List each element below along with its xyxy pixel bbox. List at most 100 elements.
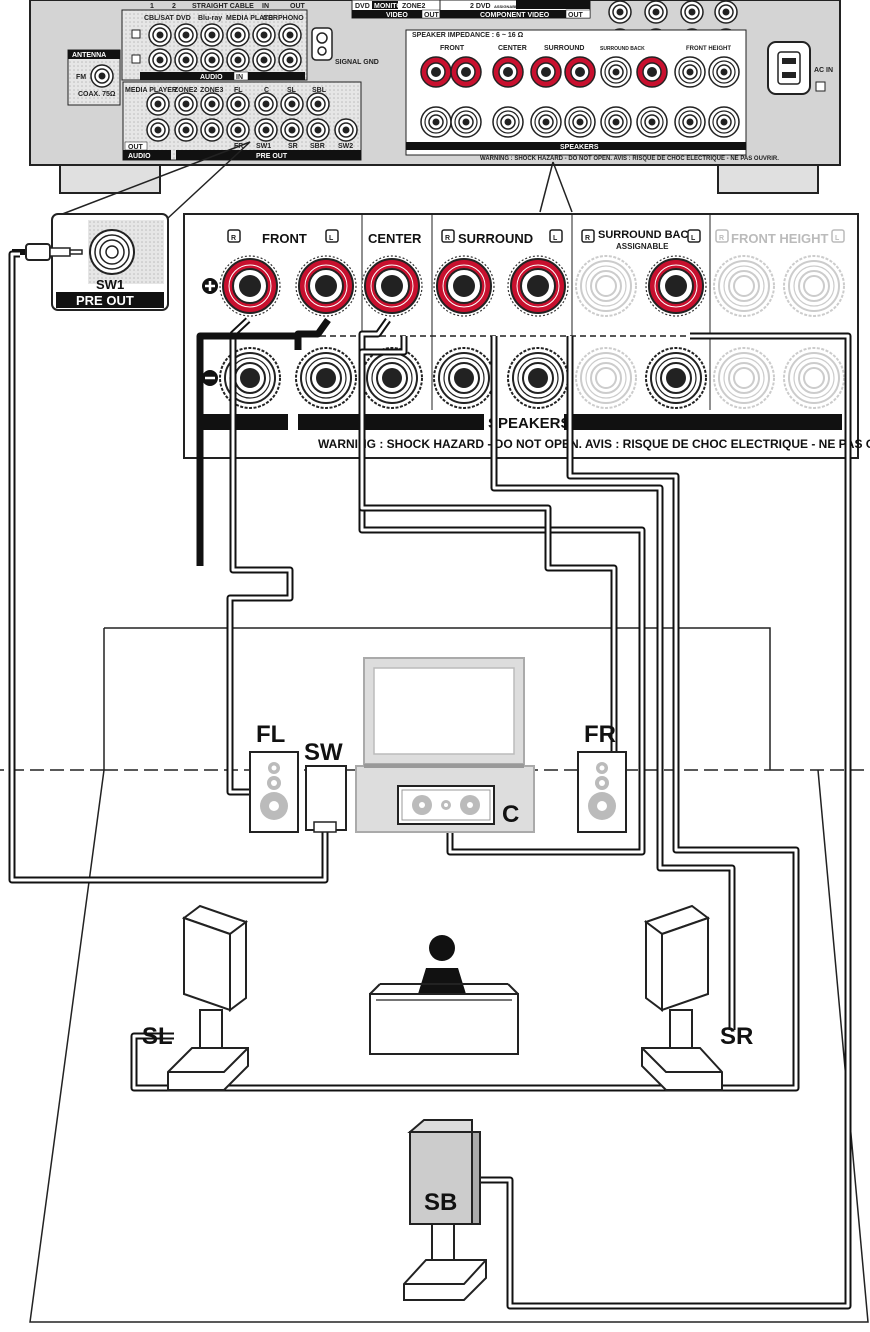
svg-text:MEDIA PLAYER: MEDIA PLAYER xyxy=(125,87,177,94)
svg-text:OUT: OUT xyxy=(290,3,306,10)
signal-gnd: SIGNAL GND xyxy=(311,27,379,66)
svg-text:WARNING : SHOCK HAZARD - DO NO: WARNING : SHOCK HAZARD - DO NOT OPEN. AV… xyxy=(480,156,779,162)
svg-text:L: L xyxy=(691,235,696,242)
svg-text:STRAIGHT CABLE: STRAIGHT CABLE xyxy=(192,3,254,10)
front-left-speaker: FL xyxy=(249,721,299,833)
audio-in-badge: IN xyxy=(236,74,243,81)
negative-terminals xyxy=(219,347,845,409)
svg-text:CD: CD xyxy=(263,15,273,22)
svg-text:R: R xyxy=(445,235,450,242)
svg-text:SURROUND BACK: SURROUND BACK xyxy=(600,46,645,52)
svg-text:FRONT HEIGHT: FRONT HEIGHT xyxy=(686,46,731,52)
sw1-jack xyxy=(89,229,135,275)
svg-text:L: L xyxy=(835,235,840,242)
svg-text:COAX. 75Ω: COAX. 75Ω xyxy=(78,91,116,98)
rca-plug xyxy=(12,243,83,261)
subwoofer: SW xyxy=(304,739,347,833)
svg-text:SW2: SW2 xyxy=(338,143,353,150)
svg-text:MEDIA PLAYER: MEDIA PLAYER xyxy=(226,15,278,22)
svg-text:AC IN: AC IN xyxy=(814,67,833,74)
svg-text:COMPONENT VIDEO: COMPONENT VIDEO xyxy=(480,12,550,19)
svg-text:ZONE2: ZONE2 xyxy=(174,87,197,94)
terminal-headers: R FRONT L CENTER R SURROUND L R SURROUND… xyxy=(227,229,845,251)
svg-text:SIGNAL GND: SIGNAL GND xyxy=(335,59,379,66)
svg-text:CBL/SAT: CBL/SAT xyxy=(144,15,175,22)
pre-out-label: PRE OUT xyxy=(256,153,288,160)
speakers-banner: SPEAKERS xyxy=(488,415,571,432)
surround-right-speaker: SR xyxy=(641,904,753,1091)
svg-text:DVD: DVD xyxy=(355,3,370,10)
pre-out-top-labels: MEDIA PLAYER ZONE2 ZONE3 FL C SL SBL xyxy=(125,87,327,94)
surround-right-label: SR xyxy=(720,1023,753,1050)
svg-text:2 DVD: 2 DVD xyxy=(470,3,491,10)
positive-terminals xyxy=(219,255,845,317)
listener xyxy=(369,935,519,1055)
svg-text:OUT: OUT xyxy=(568,12,584,19)
svg-text:SURROUND: SURROUND xyxy=(544,45,584,52)
warning-text: WARNING : SHOCK HAZARD - DO NOT OPEN. AV… xyxy=(318,437,870,451)
svg-text:SW1: SW1 xyxy=(256,143,271,150)
surround-left-label: SL xyxy=(142,1023,173,1050)
svg-text:SR: SR xyxy=(288,143,298,150)
zoom-callout-lines xyxy=(51,141,573,219)
svg-text:FM: FM xyxy=(76,74,86,81)
sw1-pre-out-banner: PRE OUT xyxy=(76,293,134,308)
surround-left-speaker: SL xyxy=(142,904,249,1091)
surround-back-speaker: SB xyxy=(403,1119,487,1301)
svg-text:DVD: DVD xyxy=(176,15,191,22)
audio-in-label: AUDIO xyxy=(200,74,223,81)
surround-back-label: SB xyxy=(424,1189,457,1216)
assignable-label: ASSIGNABLE xyxy=(616,242,669,251)
receiver-rear-panel: 1 2 STRAIGHT CABLE IN OUT CBL/SAT DVD Bl… xyxy=(29,0,841,194)
svg-text:CENTER: CENTER xyxy=(498,45,527,52)
speaker-wires xyxy=(8,250,852,1310)
front-right-label: FR xyxy=(584,721,616,748)
svg-text:MONITOR: MONITOR xyxy=(374,3,407,10)
center-speaker: C xyxy=(397,785,519,828)
svg-text:FRONT: FRONT xyxy=(440,45,465,52)
svg-text:Blu-ray: Blu-ray xyxy=(198,15,222,22)
svg-text:ASSIGNABLE: ASSIGNABLE xyxy=(494,4,521,9)
audio-out-label: AUDIO xyxy=(128,153,151,160)
svg-text:FL: FL xyxy=(234,87,243,94)
antenna-block: ANTENNA FM COAX. 75Ω xyxy=(67,49,121,106)
svg-text:1: 1 xyxy=(150,3,154,10)
svg-text:SBR: SBR xyxy=(310,143,325,150)
svg-text:L: L xyxy=(553,235,558,242)
subwoofer-label: SW xyxy=(304,739,343,766)
svg-text:SBL: SBL xyxy=(312,87,327,94)
svg-text:C: C xyxy=(264,87,269,94)
speaker-terminals-small: SPEAKER IMPEDANCE : 6 ~ 16 Ω FRONT CENTE… xyxy=(405,29,779,162)
sw1-zoom-callout: SW1 PRE OUT xyxy=(12,213,169,311)
svg-text:R: R xyxy=(231,235,236,242)
svg-text:PHONO: PHONO xyxy=(278,15,304,22)
svg-text:R: R xyxy=(719,235,724,242)
svg-text:2: 2 xyxy=(172,3,176,10)
svg-text:IN: IN xyxy=(262,3,269,10)
svg-text:SPEAKER IMPEDANCE : 6 ~ 16 Ω: SPEAKER IMPEDANCE : 6 ~ 16 Ω xyxy=(412,32,524,39)
svg-text:L: L xyxy=(329,235,334,242)
front-height-label: FRONT HEIGHT xyxy=(731,231,829,246)
audio-in-block: CBL/SAT DVD Blu-ray MEDIA PLAYER CD PHON… xyxy=(121,9,308,81)
center-label: CENTER xyxy=(368,231,422,246)
svg-text:ZONE2: ZONE2 xyxy=(402,3,425,10)
video-block: DVD MONITOR ZONE2 VIDEO OUT 2 DVD ASSIGN… xyxy=(351,0,591,19)
svg-text:VIDEO: VIDEO xyxy=(386,12,408,19)
pre-out-block: MEDIA PLAYER ZONE2 ZONE3 FL C SL SBL FR … xyxy=(122,81,362,161)
surround-label: SURROUND xyxy=(458,231,533,246)
front-label: FRONT xyxy=(262,231,307,246)
svg-text:ANTENNA: ANTENNA xyxy=(72,52,106,59)
audio-input-labels: CBL/SAT DVD Blu-ray MEDIA PLAYER CD PHON… xyxy=(144,15,304,22)
receiver-top-labels: 1 2 STRAIGHT CABLE IN OUT xyxy=(150,3,306,10)
svg-text:R: R xyxy=(585,235,590,242)
svg-text:SL: SL xyxy=(287,87,297,94)
center-speaker-label: C xyxy=(502,801,519,828)
surround-back-label: SURROUND BACK xyxy=(598,229,696,241)
svg-text:OUT: OUT xyxy=(424,12,440,19)
svg-text:OUT: OUT xyxy=(128,144,144,151)
front-right-speaker: FR xyxy=(577,721,627,833)
polarity-marks xyxy=(202,278,218,386)
sw1-jack-label: SW1 xyxy=(96,277,124,292)
ac-in: AC IN xyxy=(767,41,833,95)
